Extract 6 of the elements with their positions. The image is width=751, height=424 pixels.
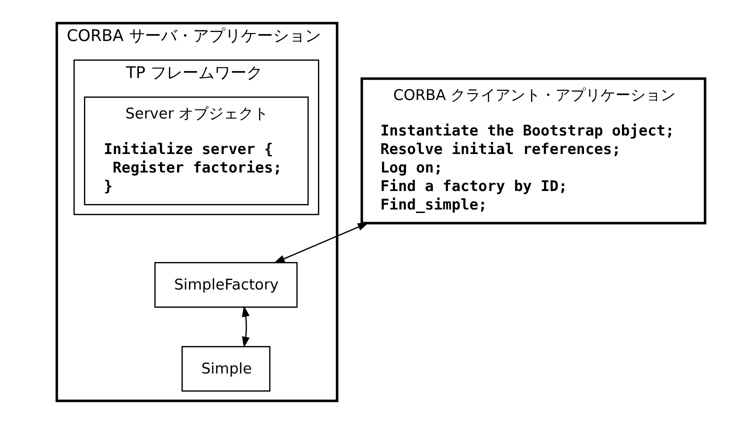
node-box: Simple: [181, 346, 270, 392]
node-box: CORBA クライアント・アプリケーション Instantiate the Bootstrap object; Resolve initial references; Log on; Find a factory by ID; Find_simple;: [360, 77, 706, 224]
arrow: [241, 306, 250, 348]
node-box: Server オブジェクト Initialize server { Register factories; }: [83, 96, 308, 206]
arrow: [273, 222, 368, 264]
node-box: SimpleFactory: [154, 262, 298, 308]
